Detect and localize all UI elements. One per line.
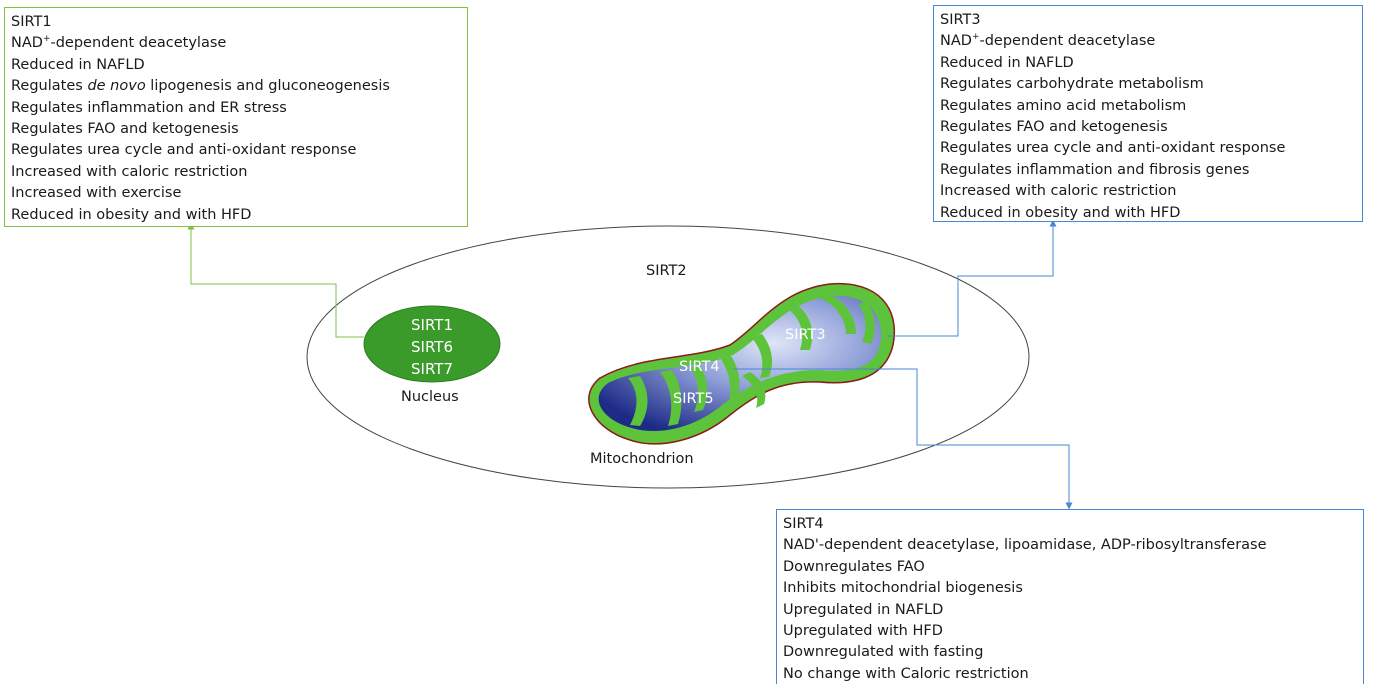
mitochondrion-shape <box>588 282 895 445</box>
sirt4-connector <box>733 368 1073 510</box>
sirt3-line: Regulates inflammation and fibrosis gene… <box>940 161 1250 178</box>
sirt4-line: Upregulated in NAFLD <box>783 601 944 618</box>
sirt1-line: NAD+-dependent deacetylase <box>11 34 227 52</box>
sirt1-line: Regulates FAO and ketogenesis <box>11 121 239 138</box>
sirt3-line: Regulates carbohydrate metabolism <box>940 76 1204 93</box>
sirt1-line: Regulates de novo lipogenesis and glucon… <box>11 78 390 95</box>
sirt3-title: SIRT3 <box>940 12 981 28</box>
sirt4-line: Downregulated with fasting <box>783 644 984 661</box>
sirt3-connector <box>887 219 1057 337</box>
sirt1-line: Increased with exercise <box>11 185 182 202</box>
sirt1-info-box: SIRT1 NAD+-dependent deacetylase Reduced… <box>4 7 468 227</box>
sirt3-line: Increased with caloric restriction <box>940 183 1177 200</box>
sirt1-line: Reduced in NAFLD <box>11 56 145 73</box>
mito-sirt5-label: SIRT5 <box>673 391 714 407</box>
sirt3-line: Regulates FAO and ketogenesis <box>940 119 1168 136</box>
sirt4-line: Upregulated with HFD <box>783 623 943 640</box>
mito-sirt4-label: SIRT4 <box>679 359 720 375</box>
nucleus-shape <box>363 305 501 383</box>
sirt1-line: Regulates urea cycle and anti-oxidant re… <box>11 142 357 159</box>
mitochondrion-label: Mitochondrion <box>590 451 694 467</box>
sirt1-line: Regulates inflammation and ER stress <box>11 99 287 116</box>
sirt3-line: Reduced in NAFLD <box>940 54 1074 71</box>
sirt4-line: Downregulates FAO <box>783 558 925 575</box>
sirt3-line: Regulates urea cycle and anti-oxidant re… <box>940 140 1286 157</box>
nucleus-label: Nucleus <box>401 389 459 405</box>
sirt1-line: Increased with caloric restriction <box>11 163 248 180</box>
sirt1-line: Reduced in obesity and with HFD <box>11 206 252 223</box>
sirt3-info-box: SIRT3 NAD+-dependent deacetylase Reduced… <box>933 5 1363 222</box>
sirt3-line: NAD+-dependent deacetylase <box>940 32 1156 50</box>
sirt3-line: Reduced in obesity and with HFD <box>940 204 1181 221</box>
sirt4-title: SIRT4 <box>783 516 824 532</box>
sirt4-line: Inhibits mitochondrial biogenesis <box>783 580 1023 597</box>
sirt4-info-box: SIRT4 NAD'-dependent deacetylase, lipoam… <box>776 509 1364 684</box>
sirt4-line: No change with Caloric restriction <box>783 665 1029 682</box>
nucleus-sirt6-label: SIRT6 <box>411 338 453 356</box>
sirt1-title: SIRT1 <box>11 14 52 30</box>
cell-label: SIRT2 <box>646 263 687 279</box>
mito-sirt3-label: SIRT3 <box>785 327 826 343</box>
nucleus-sirt7-label: SIRT7 <box>411 360 453 378</box>
nucleus-sirt1-label: SIRT1 <box>411 316 453 334</box>
sirt1-connector <box>187 222 364 338</box>
sirt3-line: Regulates amino acid metabolism <box>940 97 1187 114</box>
sirt4-line: NAD'-dependent deacetylase, lipoamidase,… <box>783 537 1267 554</box>
